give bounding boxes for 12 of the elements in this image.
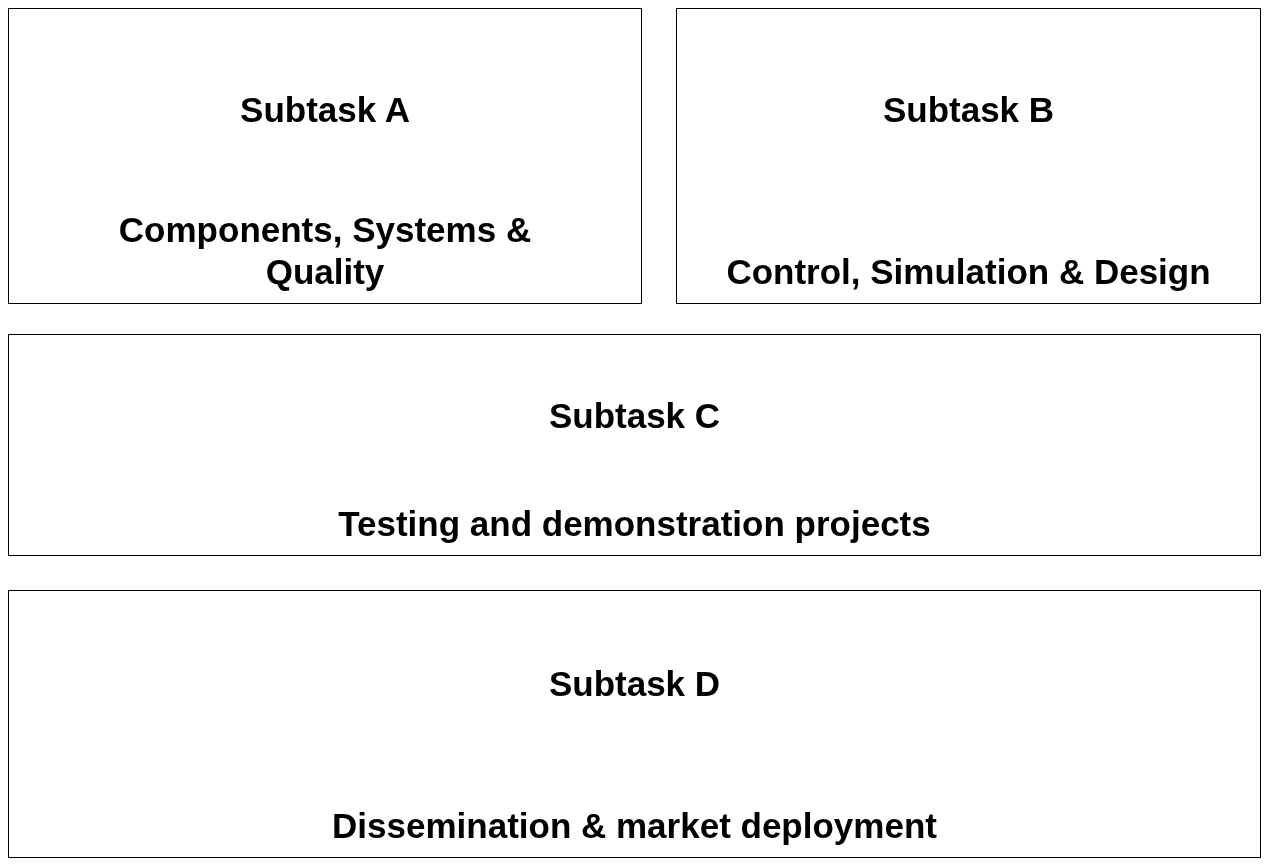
subtask-heading: Subtask B [882,89,1055,131]
subtask-box [676,8,1261,304]
subtask-box [8,590,1261,858]
subtask-description: Control, Simulation & Design [726,251,1211,293]
subtask-box [8,334,1261,556]
subtask-description: Components, Systems & Quality [117,209,533,293]
subtask-box [8,8,642,304]
subtask-heading: Subtask D [548,663,721,705]
subtask-description: Testing and demonstration projects [338,503,931,545]
subtask-description: Dissemination & market deployment [332,805,937,847]
subtask-heading: Subtask A [240,89,410,131]
subtask-heading: Subtask C [548,395,721,437]
